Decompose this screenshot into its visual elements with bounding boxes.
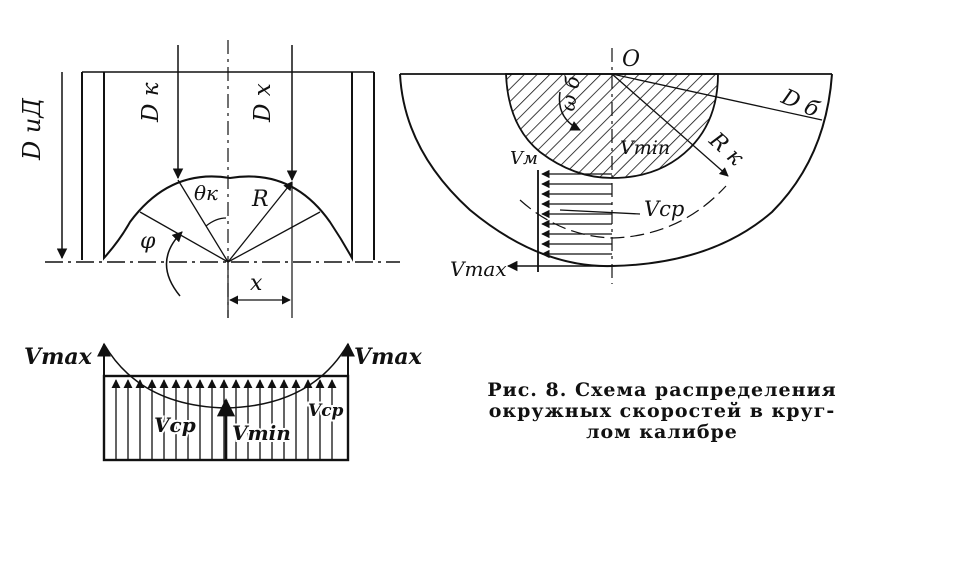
radius-line-3: [227, 181, 293, 263]
label-v-cp-left: Vср: [154, 413, 196, 437]
roll-v-cp-pointer: [559, 209, 641, 215]
label-d-x: D x: [250, 83, 276, 123]
distribution-diagram: [97, 342, 355, 462]
label-o: O: [622, 47, 640, 72]
label-v-cp-roll: Vср: [644, 197, 684, 221]
figure-caption: Рис. 8. Схема распределения окружных ско…: [462, 380, 862, 443]
roll-d-b-line: [611, 73, 823, 121]
caption-line-2: окружных скоростей в круг-: [488, 400, 836, 422]
roll-velocity-arrows: [541, 169, 612, 259]
label-phi: φ: [140, 229, 156, 254]
label-r: R: [251, 187, 269, 212]
label-x: x: [250, 271, 263, 296]
label-v-min: Vmin: [620, 137, 670, 159]
radius-line-1: [139, 211, 229, 263]
label-v-max-right: Vmax: [354, 344, 423, 370]
radius-line-2: [177, 179, 229, 263]
label-v-max-roll: Vmax: [450, 257, 507, 281]
label-d-b: D б: [777, 84, 823, 123]
theta-arc: [205, 217, 227, 227]
label-r-k: R к: [703, 127, 748, 171]
caption-line-1: Рис. 8. Схема распределения: [487, 379, 837, 401]
groove-diagram: [45, 40, 400, 318]
roll-r-k-line: [611, 73, 729, 177]
label-d-k: D к: [138, 82, 164, 123]
groove-outline: [81, 72, 375, 262]
label-v-max-left: Vmax: [24, 344, 93, 370]
caption-line-3: лом калибре: [586, 421, 738, 443]
radius-line-4: [227, 211, 321, 263]
label-v-m: Vм: [510, 148, 538, 169]
phi-arc: [165, 231, 183, 297]
roll-diagram: [399, 48, 833, 284]
label-v-cp-right: Vср: [308, 401, 344, 421]
distribution-arrows: [111, 379, 337, 460]
label-v-min-dist: Vmin: [232, 421, 291, 445]
label-d-ia: D иД: [18, 98, 46, 161]
label-theta-k: θк: [194, 181, 218, 205]
omega-arc: [558, 91, 581, 131]
